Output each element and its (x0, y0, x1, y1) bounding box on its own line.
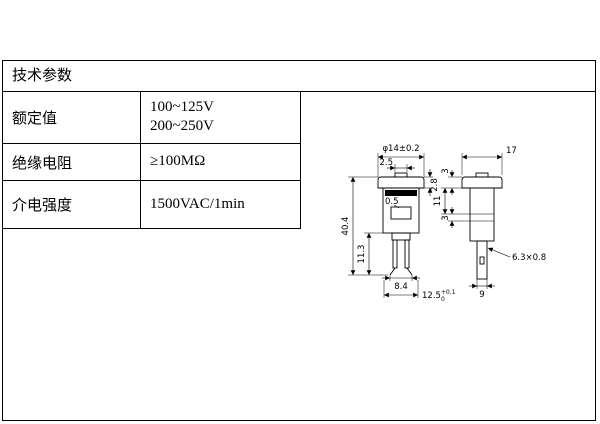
outer-border: 技术参数 额定值 100~125V 200~250V 绝缘电阻 ≥100MΩ 介… (2, 60, 596, 421)
technical-drawing: φ14±0.2 2.5 2.8 0.5 (341, 144, 546, 303)
front-view: φ14±0.2 2.5 2.8 0.5 (341, 144, 456, 303)
dim-wall-label: 0.5 (385, 197, 399, 207)
dielectric-strength-cell: 1500VAC/1min (141, 181, 300, 228)
rated-value-label: 额定值 (3, 91, 141, 143)
dim-mount-label: 12.5 (422, 291, 441, 301)
front-right-leg (404, 239, 410, 269)
front-window (390, 206, 412, 220)
rated-value-line-1: 100~125V (150, 98, 214, 115)
dim-total-height-label: 40.4 (341, 217, 351, 236)
dielectric-strength-value: 1500VAC/1min (150, 195, 245, 212)
side-body (469, 187, 495, 242)
rated-value-cell: 100~125V 200~250V (141, 91, 300, 143)
dim-lower-step-label: 3 (441, 215, 451, 220)
front-left-foot (389, 267, 396, 276)
dielectric-strength-label: 介电强度 (3, 181, 141, 228)
table-header: 技术参数 (3, 61, 595, 92)
dim-leg-span-label: 8.4 (394, 282, 408, 292)
front-left-leg (392, 239, 398, 269)
row-insulation-resistance: 绝缘电阻 ≥100MΩ (3, 144, 300, 181)
front-flange (377, 176, 425, 189)
side-lens-bump (475, 172, 489, 178)
dim-lens-width-label: 2.5 (379, 158, 393, 168)
dim-flange-height-label: 3 (441, 168, 451, 173)
side-terminal-tab (476, 240, 488, 280)
dim-cap-height-label: 2.8 (430, 178, 440, 192)
front-neck (391, 232, 411, 241)
dim-tab-width-label: 9 (479, 290, 484, 300)
side-terminal-slot (479, 256, 485, 265)
dim-mount-tol-plus: +0.1 (441, 289, 456, 296)
side-flange (461, 176, 503, 189)
row-dielectric-strength: 介电强度 1500VAC/1min (3, 181, 300, 229)
insulation-resistance-cell: ≥100MΩ (141, 144, 300, 180)
front-right-foot (406, 267, 413, 276)
dim-diameter-label: φ14±0.2 (382, 144, 419, 154)
side-view: 17 3 11 3 6.3×0.8 (433, 146, 546, 300)
dim-width-label: 17 (506, 146, 517, 156)
dim-body-upper-label: 11 (433, 196, 443, 207)
front-lens-bump (394, 172, 408, 178)
dim-terminal-label: 6.3×0.8 (512, 253, 546, 263)
insulation-resistance-label: 绝缘电阻 (3, 144, 141, 180)
dim-mount-tol-minus: 0 (441, 296, 445, 303)
rated-value-line-2: 200~250V (150, 118, 214, 134)
front-lens-band (385, 190, 417, 196)
spec-table: 额定值 100~125V 200~250V 绝缘电阻 ≥100MΩ 介电强度 1… (3, 91, 301, 229)
row-rated-value: 额定值 100~125V 200~250V (3, 91, 300, 144)
dim-leg-height-label: 11.3 (357, 245, 367, 264)
insulation-resistance-value: ≥100MΩ (150, 153, 206, 170)
